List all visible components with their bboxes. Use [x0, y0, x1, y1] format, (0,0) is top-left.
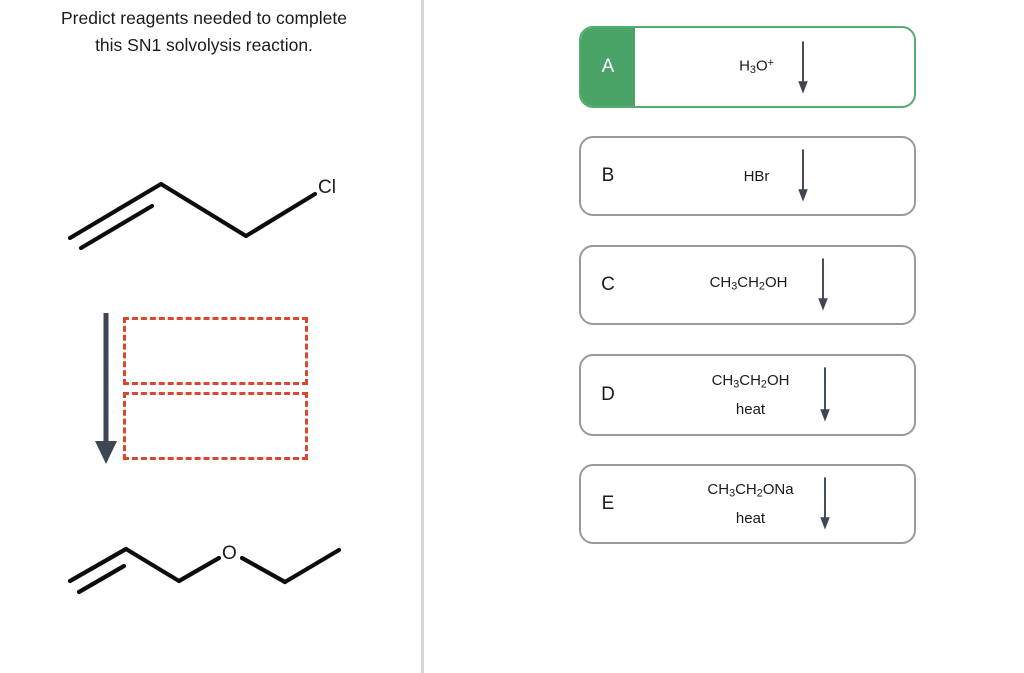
panel-divider: [421, 0, 424, 673]
option-a-reagent-above: H3O+: [739, 57, 774, 76]
atom-label-cl: Cl: [318, 177, 336, 198]
option-c-arrow-icon: [817, 258, 828, 311]
option-c-reagent-above: CH3CH2OH: [709, 274, 788, 293]
option-b-body: HBr: [635, 138, 914, 214]
reaction-arrow: [95, 313, 117, 464]
option-e[interactable]: E CH3CH2ONa heat: [579, 464, 916, 544]
option-d-body: CH3CH2OH heat: [635, 356, 914, 434]
option-d-reagent-below: heat: [735, 401, 766, 419]
option-c-body: CH3CH2OH: [635, 247, 914, 323]
option-e-reagent-above: CH3CH2ONa: [707, 480, 794, 500]
option-e-arrow-icon: [819, 477, 830, 530]
option-c-letter: C: [601, 274, 615, 295]
option-a-body: H3O+: [635, 28, 914, 106]
answer-dropzone-1[interactable]: [123, 317, 308, 385]
option-b-reagent-above: HBr: [743, 167, 770, 185]
option-c[interactable]: C CH3CH2OH: [579, 245, 916, 325]
option-e-letter: E: [601, 493, 615, 514]
option-b-arrow-icon: [797, 149, 808, 202]
option-e-body: CH3CH2ONa heat: [635, 466, 914, 542]
question-prompt: Predict reagents needed to complete this…: [60, 8, 347, 55]
reaction-scheme: Cl O: [67, 177, 342, 595]
option-d-letter: D: [601, 384, 615, 405]
atom-label-o: O: [222, 543, 237, 564]
option-b-letter: B: [601, 165, 615, 186]
option-d-reagent-above: CH3CH2OH: [711, 371, 790, 391]
option-b[interactable]: B HBr: [579, 136, 916, 216]
option-d[interactable]: D CH3CH2OH heat: [579, 354, 916, 436]
answer-dropzone-2[interactable]: [123, 392, 308, 460]
option-a-letter: A: [581, 28, 635, 106]
option-e-reagent-below: heat: [735, 510, 766, 528]
reactant-structure: [67, 181, 318, 251]
answer-options-panel: A H3O+ B HBr: [579, 0, 917, 673]
product-structure: [67, 546, 342, 595]
option-a[interactable]: A H3O+: [579, 26, 916, 108]
question-panel: Predict reagents needed to complete this…: [0, 0, 421, 673]
option-a-arrow-icon: [797, 41, 808, 94]
option-d-arrow-icon: [819, 367, 830, 422]
